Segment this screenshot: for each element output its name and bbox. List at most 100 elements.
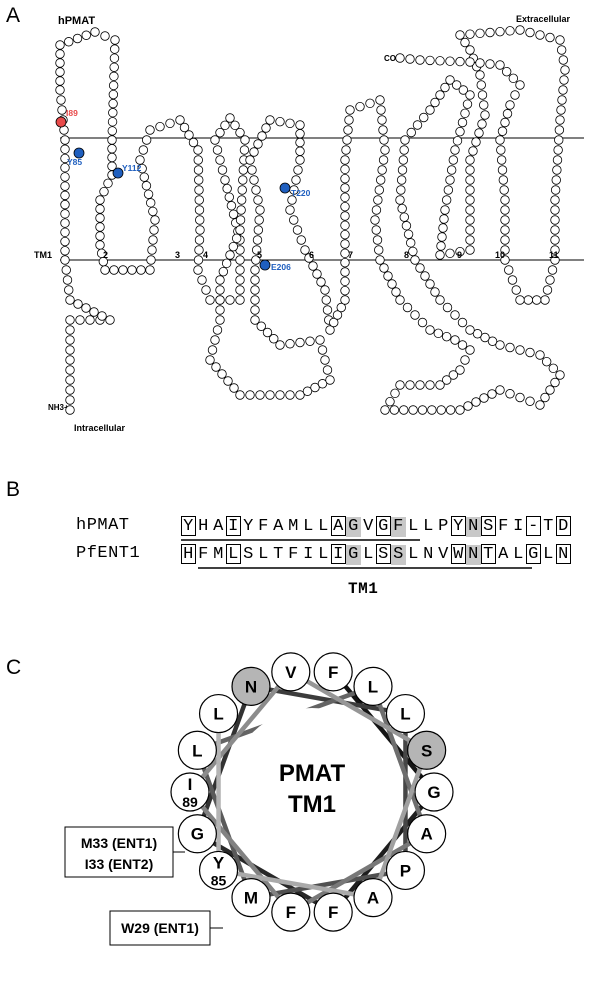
- residue-circle: [377, 115, 387, 125]
- residue-circle: [60, 209, 70, 219]
- wheel-residue-letter: L: [368, 677, 378, 696]
- residue-circle: [465, 29, 475, 39]
- residue-circle: [261, 123, 271, 133]
- residue-circle: [231, 233, 242, 244]
- residue-circle: [535, 350, 545, 360]
- residue-circle: [340, 295, 350, 305]
- residue-circle: [336, 302, 346, 313]
- residue-circle: [455, 56, 465, 67]
- residue-circle: [269, 334, 279, 344]
- residue-circle: [165, 118, 175, 129]
- residue-circle: [376, 175, 386, 185]
- residue-circle: [399, 212, 409, 222]
- residue-circle: [340, 173, 350, 184]
- extracellular-label: Extracellular: [516, 14, 571, 24]
- residue-circle: [308, 261, 318, 271]
- residue-circle: [399, 145, 409, 155]
- residue-circle: [380, 405, 390, 415]
- residue-circle: [374, 245, 384, 255]
- residue-circle: [505, 342, 515, 353]
- residue-circle: [495, 60, 505, 70]
- residue-circle: [450, 335, 460, 345]
- residue-circle: [251, 245, 262, 255]
- residue-circle: [550, 235, 560, 245]
- sequence-residue: L: [318, 517, 329, 536]
- wheel-center: [228, 708, 396, 876]
- residue-circle: [485, 59, 495, 69]
- residue-circle: [315, 335, 325, 345]
- residue-circle: [229, 383, 239, 393]
- residue-circle: [515, 345, 525, 355]
- residue-circle: [322, 305, 333, 315]
- residue-circle: [55, 49, 65, 59]
- sequence-residue: Y: [243, 517, 254, 536]
- residue-circle: [253, 195, 263, 205]
- sequence-residue: V: [438, 545, 449, 564]
- sequence-residue: F: [391, 517, 406, 537]
- residue-circle: [374, 185, 384, 195]
- residue-circle: [197, 275, 207, 285]
- wheel-connection: [289, 831, 428, 915]
- residue-circle: [500, 225, 510, 235]
- residue-circle: [215, 127, 225, 138]
- residue-circle: [445, 405, 456, 415]
- residue-circle: [465, 165, 475, 175]
- residue-circle: [118, 265, 128, 275]
- sequence-residue: N: [423, 545, 434, 564]
- residue-circle: [147, 245, 157, 255]
- residue-circle: [285, 205, 295, 215]
- residue-circle: [440, 205, 450, 215]
- residue-circle: [508, 73, 519, 84]
- residue-circle: [109, 53, 120, 63]
- residue-circle: [225, 113, 235, 123]
- residue-circle: [256, 321, 266, 331]
- residue-circle: [427, 405, 437, 415]
- residue-circle: [462, 99, 473, 109]
- residue-circle: [65, 355, 75, 365]
- residue-circle: [285, 390, 295, 400]
- residue-circle: [109, 265, 119, 275]
- protein-label: hPMAT: [58, 15, 96, 27]
- residue-circle: [515, 80, 525, 90]
- sequence-residue: D: [556, 516, 571, 536]
- residue-circle: [370, 215, 380, 225]
- residue-circle: [439, 214, 449, 224]
- wheel-residue-circle: [198, 850, 239, 891]
- residue-circle: [275, 116, 285, 127]
- residue-circle: [108, 98, 118, 109]
- sequence-residue: L: [363, 545, 374, 564]
- residue-circle: [441, 375, 452, 385]
- residue-circle: [477, 90, 488, 100]
- residue-circle: [395, 295, 405, 305]
- residue-circle: [340, 201, 350, 212]
- wheel-residue: A: [407, 814, 447, 854]
- residue-circle: [391, 287, 401, 297]
- residue-circle: [438, 223, 448, 233]
- residue-circle: [224, 192, 234, 202]
- residue-circle: [455, 246, 465, 257]
- highlighted-residue: [55, 116, 67, 128]
- residue-circle: [376, 105, 386, 115]
- residue-circle: [457, 117, 468, 128]
- residue-circle: [550, 195, 560, 205]
- sequence-residue: F: [498, 517, 509, 536]
- residue-circle: [55, 40, 65, 50]
- residue-circle: [235, 215, 246, 225]
- residue-circle: [552, 165, 562, 175]
- wheel-residue-circle: [177, 730, 217, 770]
- residue-circle: [560, 65, 570, 75]
- residue-circle: [504, 265, 514, 275]
- residue-circle: [372, 235, 383, 245]
- residue-circle: [85, 315, 95, 325]
- residue-circle: [235, 275, 245, 285]
- residue-circle: [250, 285, 260, 295]
- residue-circle: [471, 137, 481, 147]
- residue-circle: [237, 185, 247, 195]
- residue-circle: [535, 30, 545, 40]
- residue-circle: [371, 205, 382, 215]
- sequence-residue: S: [481, 516, 496, 536]
- wheel-residue: M: [231, 878, 271, 918]
- residue-circle: [510, 90, 520, 100]
